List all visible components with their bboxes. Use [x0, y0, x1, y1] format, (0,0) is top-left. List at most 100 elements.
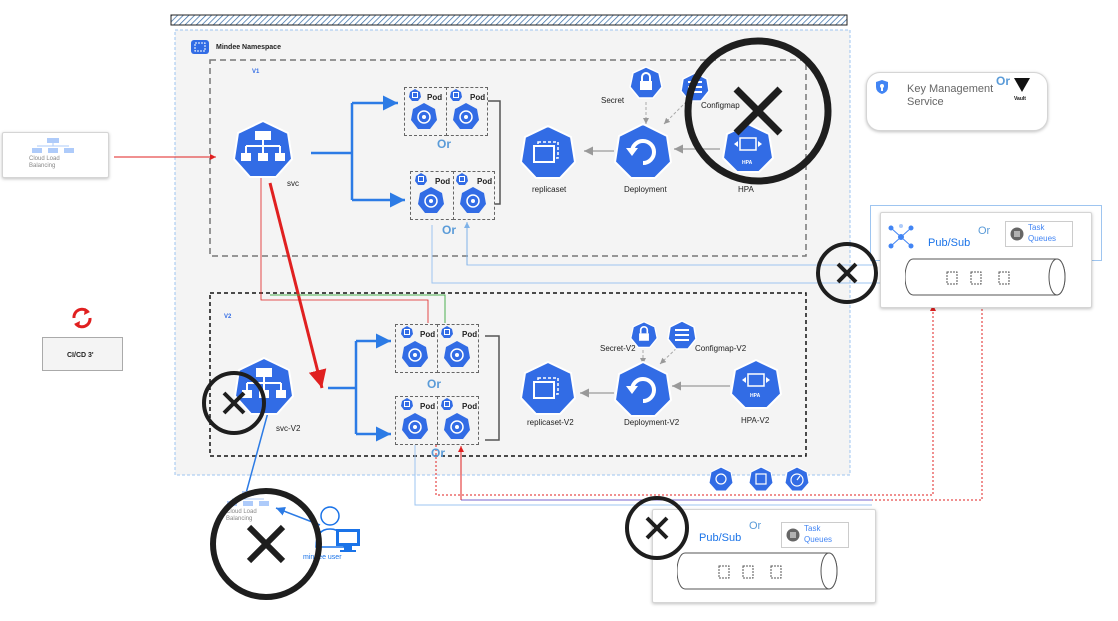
secret-v2-icon[interactable] [630, 321, 658, 349]
v2-box [209, 292, 807, 457]
pod-label: Pod [462, 330, 478, 339]
deployment-v2-label: Deployment-V2 [624, 418, 680, 427]
refresh-icon[interactable] [70, 306, 94, 330]
container-icon [460, 187, 486, 213]
pod-icon [450, 89, 462, 101]
v1-tag: V1 [252, 69, 260, 75]
cloud-lb-line2: Balancing [29, 163, 56, 169]
container-icon [402, 413, 428, 439]
hpa-icon[interactable] [722, 122, 774, 174]
pubsub-bottom-or: Or [749, 520, 762, 532]
kms-card[interactable]: Key Management Service Or Vault [866, 72, 1048, 131]
pubsub-icon [888, 224, 914, 249]
task-queues-top-box[interactable]: Task Queues [1005, 221, 1073, 247]
hpa-v2-icon[interactable] [730, 358, 782, 410]
user-label: mindee user [303, 554, 342, 561]
vault-logo-icon [1014, 78, 1030, 92]
hpa-label: HPA [738, 185, 754, 194]
replicaset-v2-icon[interactable] [520, 360, 576, 416]
cicd-label: CI/CD 3' [67, 352, 94, 359]
shield-icon [876, 80, 888, 94]
cloud-lb-line1: Cloud Load [29, 156, 60, 162]
pubsub-bottom-label: Pub/Sub [699, 532, 742, 544]
pod-icon [456, 173, 468, 185]
k8s-function-icon [708, 466, 734, 492]
pubsub-top-or: Or [978, 225, 991, 237]
pubsub-top-label: Pub/Sub [928, 237, 971, 249]
container-icon [418, 187, 444, 213]
pod-icon [441, 326, 453, 338]
cloud-lb-bottom-line2: Balancing [226, 516, 253, 522]
cross-icon-svc-v2 [202, 371, 266, 435]
pod-icon [415, 173, 427, 185]
task-queues-icon [786, 528, 800, 542]
pod-label: Pod [420, 330, 436, 339]
pod-icon [409, 89, 421, 101]
queue-cylinder-bottom [677, 552, 838, 590]
secret-icon[interactable] [629, 66, 663, 100]
container-icon [444, 413, 470, 439]
user-icon[interactable] [314, 505, 364, 557]
namespace-title: Mindee Namespace [216, 44, 281, 51]
configmap-v2-icon[interactable] [667, 320, 697, 350]
container-icon [444, 341, 470, 367]
replicaset-v2-label: replicaset-V2 [527, 418, 574, 427]
vault-text: Vault [1014, 96, 1026, 102]
kms-line1: Key Management [907, 83, 994, 95]
v1-or-pods-2: Or [442, 223, 457, 237]
cloud-lb-bottom-line1: Cloud Load [226, 509, 257, 515]
cicd-box[interactable]: CI/CD 3' [42, 337, 123, 371]
k8s-namespace-icon [748, 466, 774, 492]
svc-icon[interactable] [232, 119, 294, 179]
cross-icon-pubsub-bottom [625, 496, 689, 560]
svc-v2-label: svc-V2 [276, 424, 301, 433]
secret-v2-label: Secret-V2 [600, 344, 636, 353]
container-icon [453, 103, 479, 129]
hpa-v2-icon-text: HPA [750, 393, 761, 399]
pubsub-top-card[interactable]: Pub/Sub Or Task Queues [880, 212, 1092, 308]
pod-icon [401, 326, 413, 338]
v1-or-pods-1: Or [437, 137, 452, 151]
v2-or-pods-1: Or [427, 377, 442, 391]
pod-label: Pod [420, 402, 436, 411]
namespace-icon [191, 40, 209, 54]
deployment-icon[interactable] [614, 122, 672, 180]
queue-cylinder-top [905, 258, 1066, 296]
task-queues-bottom-line2: Queues [804, 535, 833, 544]
namespace-top-bar [170, 14, 848, 26]
hpa-v2-label: HPA-V2 [741, 416, 770, 425]
pod-label: Pod [435, 177, 451, 186]
secret-label: Secret [601, 96, 625, 105]
deployment-v2-icon[interactable] [614, 360, 672, 418]
v2-tag: V2 [224, 314, 232, 320]
hpa-icon-text: HPA [742, 160, 753, 166]
task-queues-icon [1010, 227, 1024, 241]
svc-label: svc [287, 179, 299, 188]
task-queues-bottom-line1: Task [804, 524, 821, 533]
v2-or-pods-2: Or [431, 446, 446, 460]
configmap-label: Configmap [701, 101, 740, 110]
big-cross-icon [684, 37, 832, 185]
configmap-v2-label: Configmap-V2 [695, 344, 747, 353]
pod-label: Pod [477, 177, 493, 186]
load-balancing-icon [32, 138, 74, 153]
pod-label: Pod [462, 402, 478, 411]
deployment-label: Deployment [624, 185, 667, 194]
replicaset-label: replicaset [532, 185, 567, 194]
pod-icon [401, 398, 413, 410]
kms-line2: Service [907, 96, 944, 108]
container-icon [411, 103, 437, 129]
cross-icon-bottom-lb [210, 488, 322, 600]
cross-icon-pubsub-top [816, 242, 878, 304]
kms-or: Or [996, 74, 1011, 88]
pubsub-bottom-card[interactable]: Pub/Sub Or Task Queues [652, 509, 876, 603]
pod-label: Pod [470, 93, 486, 102]
cloud-load-balancing-card[interactable]: Cloud Load Balancing [2, 132, 109, 178]
task-queues-bottom-box[interactable]: Task Queues [781, 522, 849, 548]
task-queues-top-line2: Queues [1028, 234, 1057, 243]
k8s-gauge-icon [784, 466, 810, 492]
container-icon [402, 341, 428, 367]
pod-label: Pod [427, 93, 443, 102]
replicaset-icon[interactable] [520, 124, 576, 180]
pod-icon [441, 398, 453, 410]
